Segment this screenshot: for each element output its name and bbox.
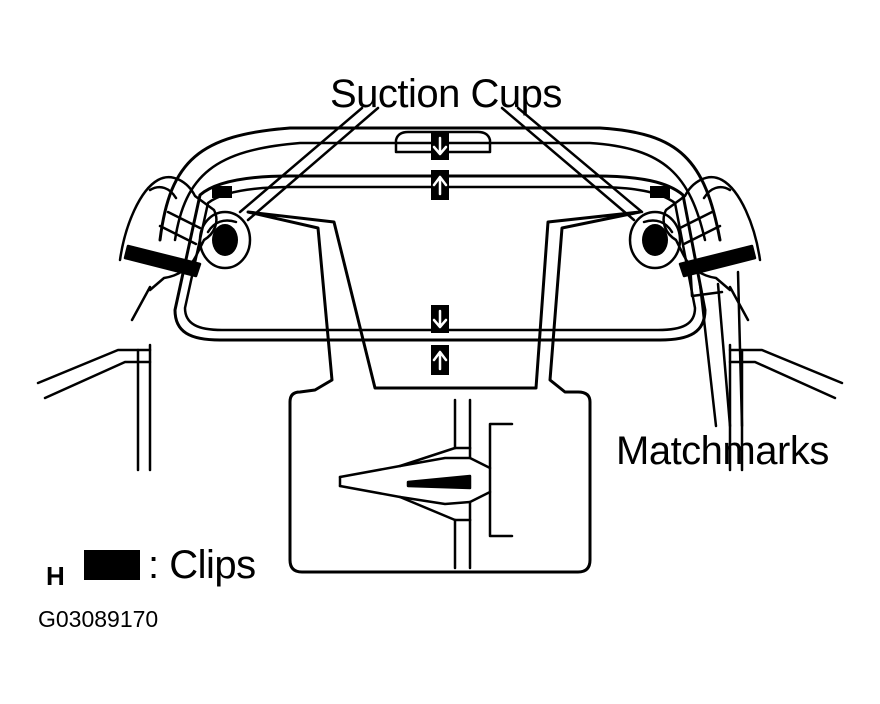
hand-icon [118,175,218,322]
high-mount-stop-lamp [394,130,492,154]
figure-code: G03089170 [38,606,159,632]
matchmarks-label: Matchmarks [616,429,829,473]
suction-cup-icon [198,210,252,270]
clip-legend-swatch [84,550,140,580]
matchmarks-leader-lines [698,270,744,428]
alignment-arrows-bottom [431,305,449,375]
suction-cups-leader-lines [238,106,644,222]
clip-icon [650,186,670,198]
suction-cups-label: Suction Cups [330,72,562,116]
legend-key-label: H [46,561,65,591]
suction-cup-icon [628,210,682,270]
alignment-arrows-top [431,132,449,200]
clip-icon [212,186,232,198]
legend-clips-label: : Clips [148,543,256,587]
clip-detail-callout [246,210,642,574]
